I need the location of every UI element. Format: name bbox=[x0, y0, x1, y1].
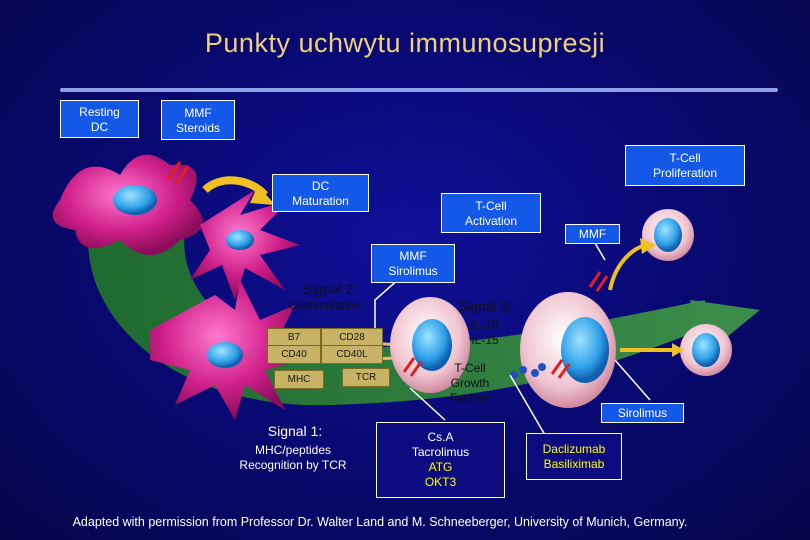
maturing-dc-cell bbox=[190, 190, 300, 300]
daclizumab-box: Daclizumab Basiliximab bbox=[526, 433, 622, 480]
signal2-sub: Costimulation bbox=[288, 298, 362, 312]
activated-tcell bbox=[390, 297, 470, 393]
molecule-cd40: CD40 bbox=[267, 345, 321, 364]
callout-mmf-sirolimus bbox=[374, 277, 401, 333]
sirolimus-box: Sirolimus bbox=[601, 403, 684, 423]
title-underline bbox=[60, 88, 778, 92]
daughter-tcell-bottom bbox=[680, 324, 732, 376]
csa-tacrolimus-box: Cs.A Tacrolimus ATG OKT3 bbox=[376, 422, 505, 498]
molecule-cd40l: CD40L bbox=[321, 345, 383, 364]
block-mark-mmf-steroids bbox=[166, 161, 190, 185]
signal1-title: Signal 1: bbox=[267, 423, 323, 439]
signal3-title: Signal 3: bbox=[457, 298, 513, 314]
mature-dc-cell bbox=[150, 280, 300, 420]
callout-sirolimus bbox=[614, 359, 651, 401]
molecule-tcr: TCR bbox=[342, 368, 390, 387]
callout-mmf bbox=[594, 242, 606, 261]
callout-csa bbox=[409, 387, 446, 421]
slide-title: Punkty uchwytu immunosupresji bbox=[204, 28, 606, 58]
proliferating-tcell bbox=[520, 292, 616, 408]
signal2-title: Signal 2: bbox=[302, 281, 358, 297]
daughter-tcell-top bbox=[642, 209, 694, 261]
block-mark-sirolimus bbox=[550, 359, 571, 379]
block-mark-mmf-sirolimus bbox=[402, 357, 423, 377]
mmf-box: MMF bbox=[565, 224, 620, 244]
resting-dc-cell bbox=[52, 154, 203, 255]
proliferation-arrow-top bbox=[608, 243, 646, 291]
molecule-b7: B7 bbox=[267, 328, 321, 347]
attribution-footer: Adapted with permission from Professor D… bbox=[72, 515, 688, 529]
callout-daclizumab bbox=[509, 374, 546, 436]
block-mark-proliferation bbox=[588, 271, 609, 292]
molecule-mhc: MHC bbox=[274, 370, 324, 389]
